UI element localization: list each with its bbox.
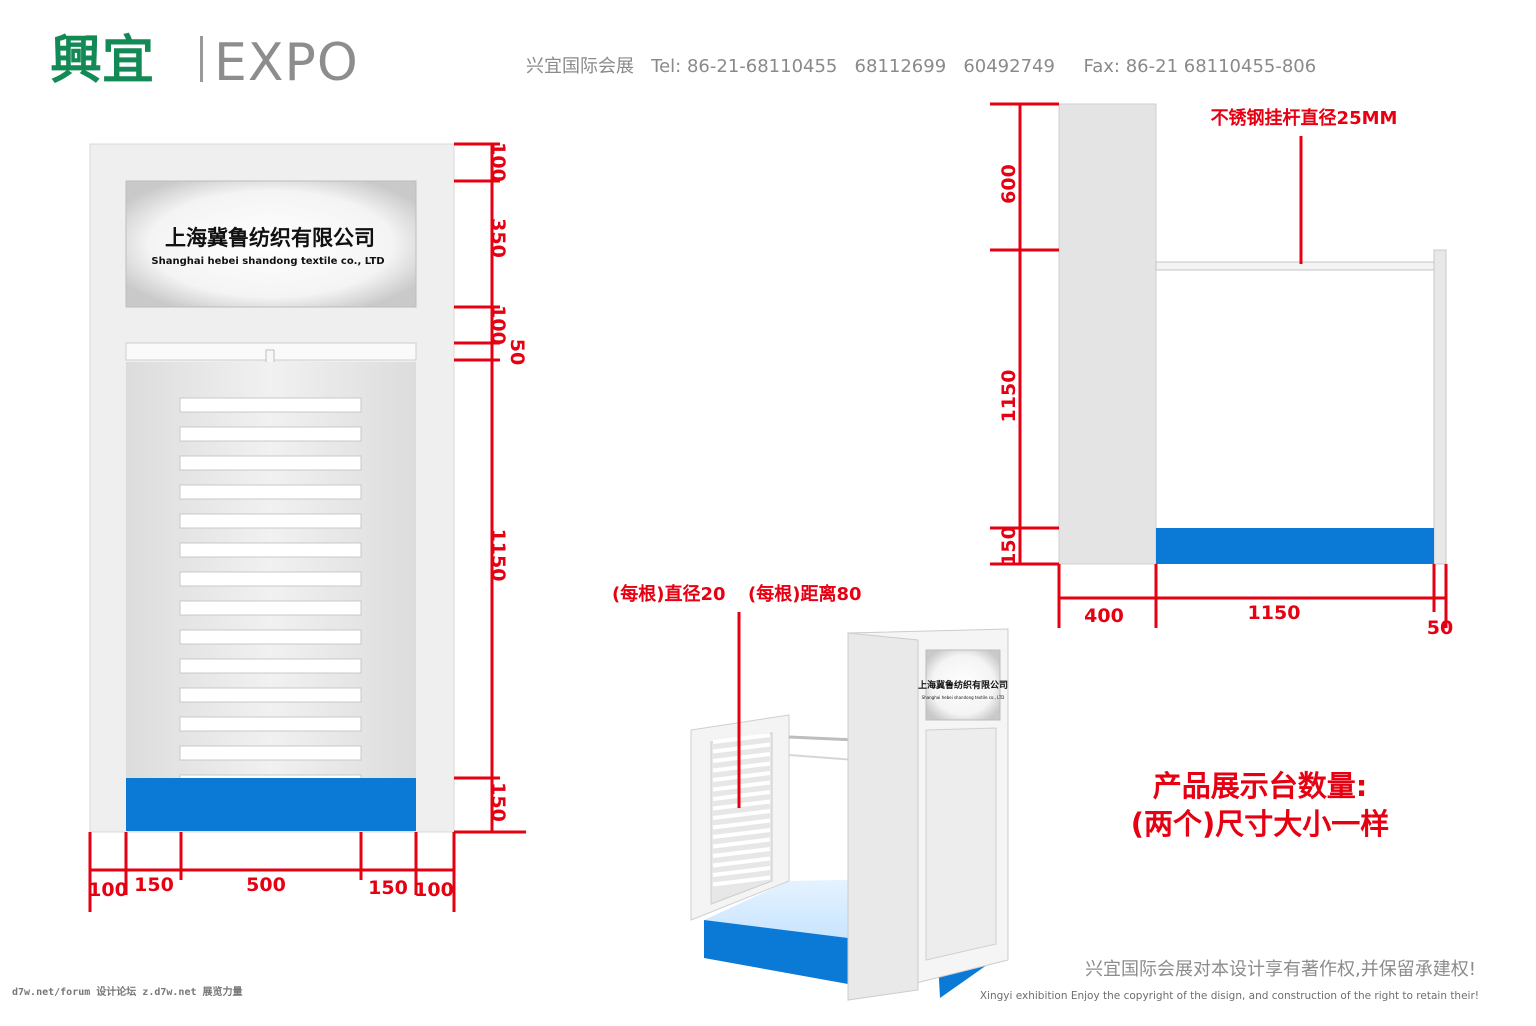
persp-slat bbox=[712, 771, 771, 782]
logo-divider bbox=[200, 36, 203, 82]
persp-slat bbox=[712, 742, 771, 754]
persp-slat bbox=[712, 837, 771, 849]
front-dim-v6: 150 bbox=[487, 782, 509, 822]
persp-slat bbox=[712, 828, 771, 839]
side-dim-v1: 600 bbox=[998, 164, 1020, 204]
front-dim-h5: 100 bbox=[414, 879, 454, 901]
persp-note-spacing: (每根)距离80 bbox=[748, 583, 862, 605]
quantity-line1: 产品展示台数量: bbox=[1153, 769, 1368, 803]
front-slat bbox=[179, 513, 362, 529]
front-dim-v3: 100 bbox=[487, 305, 509, 345]
front-sign-company-en: Shanghai hebei shandong textile co., LTD bbox=[151, 256, 384, 267]
side-rod-note: 不锈钢挂杆直径25MM bbox=[1211, 107, 1398, 129]
quantity-line2: (两个)尺寸大小一样 bbox=[1131, 807, 1390, 841]
persp-base-front bbox=[704, 920, 848, 984]
footer: 兴宜国际会展对本设计享有著作权,并保留承建权! Xingyi exhibitio… bbox=[12, 959, 1479, 1002]
front-view: 上海冀鲁纺织有限公司 Shanghai hebei shandong texti… bbox=[89, 143, 455, 833]
front-slat bbox=[179, 687, 362, 703]
persp-slat bbox=[712, 733, 771, 744]
side-dim-v3: 150 bbox=[998, 526, 1020, 566]
persp-slat bbox=[712, 752, 771, 763]
logo-latin: EXPO bbox=[214, 33, 359, 93]
persp-slat bbox=[712, 875, 771, 887]
header: 興宜 EXPO 兴宜国际会展 Tel: 86-21-68110455 68112… bbox=[50, 31, 1316, 93]
persp-slat bbox=[712, 809, 771, 820]
side-main-panel bbox=[1058, 103, 1157, 565]
front-slat bbox=[179, 484, 362, 500]
persp-slat bbox=[712, 866, 771, 877]
front-dim-h1: 100 bbox=[88, 879, 128, 901]
persp-slat bbox=[712, 761, 771, 773]
persp-slat bbox=[712, 790, 771, 801]
persp-right-panel-side bbox=[847, 632, 919, 1001]
persp-slat bbox=[712, 780, 771, 792]
copyright-en: Xingyi exhibition Enjoy the copyright of… bbox=[980, 990, 1479, 1002]
front-dim-h4: 150 bbox=[368, 877, 408, 899]
persp-slat bbox=[712, 856, 771, 868]
front-slat bbox=[179, 426, 362, 442]
front-dim-v1: 100 bbox=[487, 142, 509, 182]
side-end-post bbox=[1433, 249, 1447, 565]
front-dim-v4: 50 bbox=[506, 339, 528, 365]
persp-slats bbox=[712, 733, 771, 887]
watermark: d7w.net/forum 设计论坛 z.d7w.net 展览力量 bbox=[12, 985, 243, 998]
persp-slat bbox=[712, 818, 771, 830]
persp-sign-text: 上海冀鲁纺织有限公司 bbox=[918, 679, 1008, 691]
side-hanging-rod bbox=[1155, 261, 1437, 271]
side-dim-labels: 600 1150 150 400 1150 50 bbox=[998, 164, 1453, 639]
quantity-note: 产品展示台数量: (两个)尺寸大小一样 bbox=[1131, 769, 1390, 841]
persp-note-diameter: (每根)直径20 bbox=[612, 583, 726, 605]
logo-cn: 興宜 bbox=[50, 31, 154, 91]
front-slat bbox=[179, 542, 362, 558]
perspective-view: 上海冀鲁纺织有限公司 Shanghai hebei shandong texti… bbox=[612, 583, 1009, 1001]
persp-sign bbox=[925, 649, 1001, 721]
front-slat bbox=[179, 455, 362, 471]
front-slat bbox=[179, 600, 362, 616]
side-dim-h3: 50 bbox=[1427, 617, 1453, 639]
front-slat bbox=[179, 716, 362, 732]
front-slat bbox=[179, 745, 362, 761]
front-dim-h2: 150 bbox=[134, 874, 174, 896]
persp-sign-text-en: Shanghai hebei shandong textile co., LTD bbox=[922, 695, 1005, 700]
persp-right-inner bbox=[925, 727, 997, 961]
front-slats bbox=[179, 397, 362, 790]
side-dim-h1: 400 bbox=[1084, 605, 1124, 627]
front-slat bbox=[179, 397, 362, 413]
front-sign-box bbox=[125, 180, 417, 308]
side-dim-h2: 1150 bbox=[1248, 602, 1301, 624]
copyright-cn: 兴宜国际会展对本设计享有著作权,并保留承建权! bbox=[1085, 959, 1476, 980]
contact-line: 兴宜国际会展 Tel: 86-21-68110455 68112699 6049… bbox=[526, 56, 1316, 77]
front-dim-v5: 1150 bbox=[487, 529, 509, 582]
front-inner-panel bbox=[126, 362, 416, 778]
front-dim-labels: 100 350 100 50 1150 150 100 150 500 150 … bbox=[88, 142, 528, 901]
persp-slat bbox=[712, 799, 771, 811]
front-sign-company-cn: 上海冀鲁纺织有限公司 bbox=[165, 226, 375, 250]
front-slat bbox=[179, 658, 362, 674]
persp-slat bbox=[712, 847, 771, 858]
side-dimensions bbox=[990, 102, 1448, 628]
front-slat bbox=[179, 571, 362, 587]
front-dim-h3: 500 bbox=[246, 874, 286, 896]
side-base bbox=[1156, 528, 1434, 564]
front-dim-v2: 350 bbox=[487, 218, 509, 258]
side-dim-v2: 1150 bbox=[998, 370, 1020, 423]
front-slat bbox=[179, 629, 362, 645]
front-dimensions bbox=[88, 142, 526, 912]
front-base bbox=[126, 778, 416, 831]
side-view: 不锈钢挂杆直径25MM bbox=[1058, 103, 1447, 565]
